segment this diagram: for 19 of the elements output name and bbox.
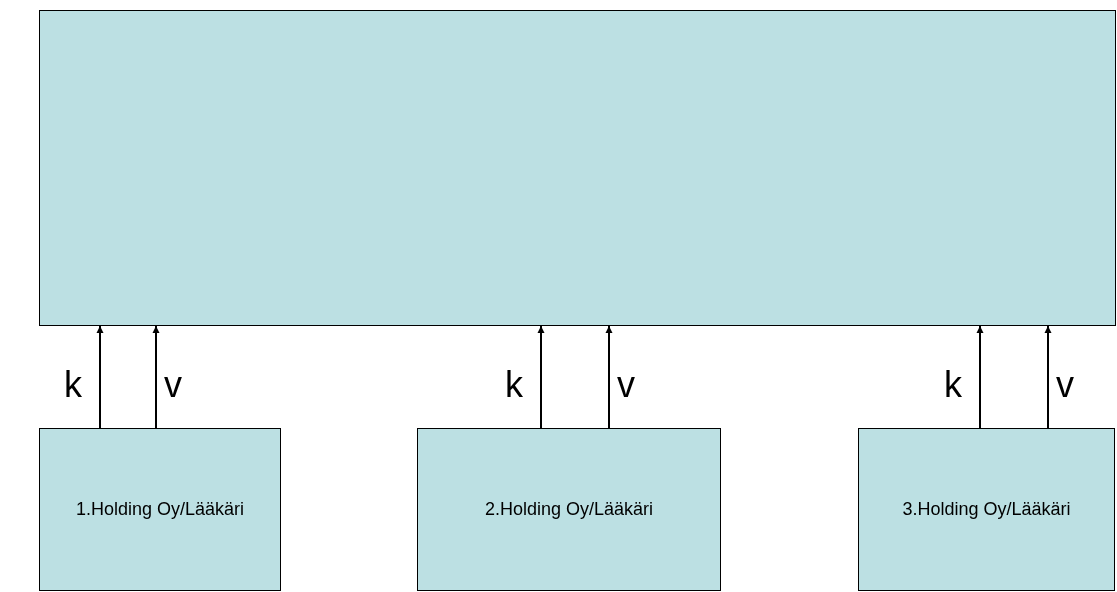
arrow [96,325,104,429]
edge-label: k [64,367,82,403]
arrow [605,325,613,429]
edge-label: k [944,367,962,403]
edge-label: v [617,367,635,403]
arrow [1044,325,1052,429]
entity-box [417,428,721,591]
entity-box [858,428,1115,591]
entity-box [39,428,281,591]
node-label: 2.Holding Oy/Lääkäri [484,499,654,520]
edge-label: v [164,367,182,403]
node-label: 3.Holding Oy/Lääkäri [902,499,1071,520]
arrow [537,325,545,429]
edge-label: k [505,367,523,403]
arrow [976,325,984,429]
rectangle-box [39,10,1116,326]
edge-label: v [1056,367,1074,403]
node-label: 1.Holding Oy/Lääkäri [75,499,245,520]
arrow [152,325,160,429]
